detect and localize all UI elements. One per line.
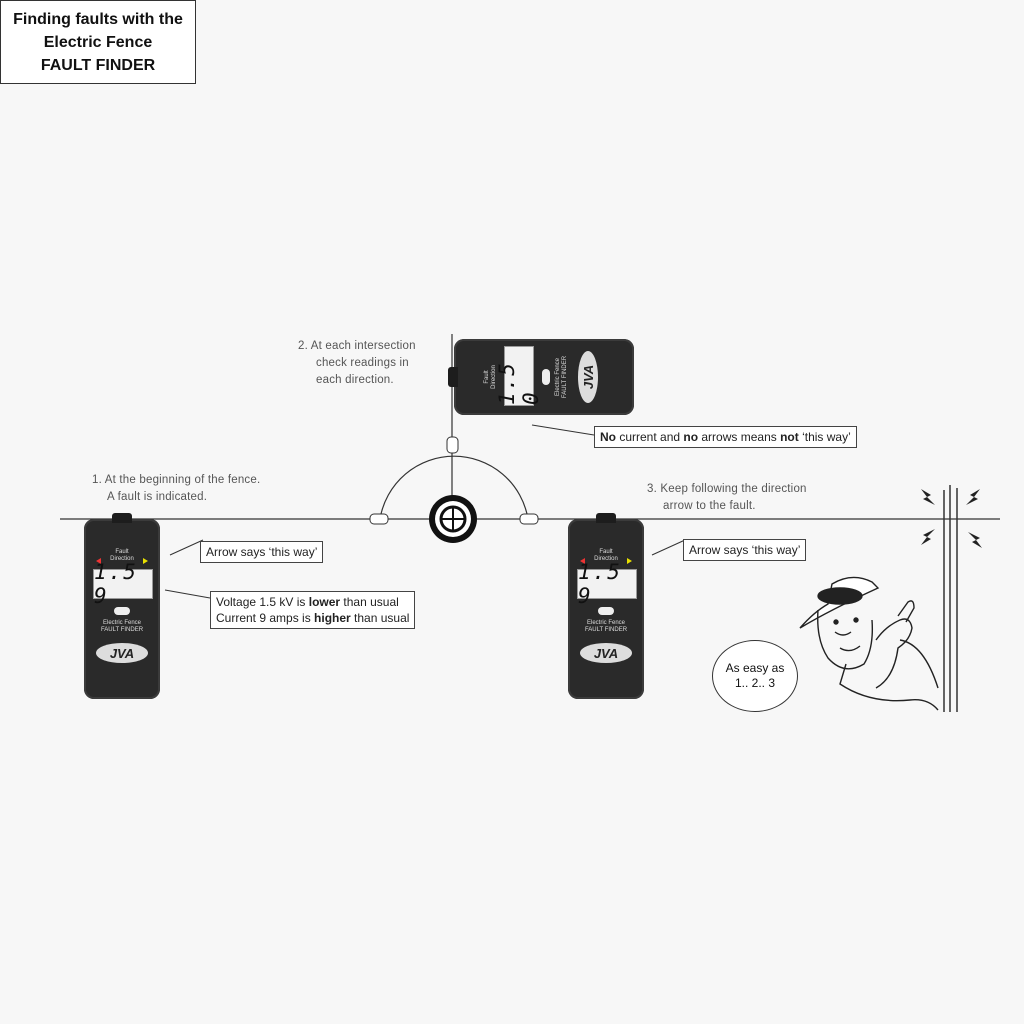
title-line-1: Finding faults with the [13,10,183,28]
brand-logo: JVA [96,643,148,663]
leader-arrow3 [651,539,686,556]
farmer-illustration [799,576,939,711]
speech-bubble: As easy as 1.. 2.. 3 [712,640,798,712]
callout-arrow-1: Arrow says ‘this way’ [200,541,324,563]
callout-current: Current 9 amps is higher than usual [216,610,409,626]
step-3-text: 3. Keep following the direction arrow to… [647,481,807,515]
meter-direction-label: Fault Direction [594,549,618,562]
meter-cap [112,513,132,523]
callout-no-current-part: ‘this way’ [798,430,851,444]
meter-badge [598,607,614,615]
right-arrow-icon [627,558,632,564]
callout-no-current-part: No [600,430,616,444]
meter-right: Fault Direction 1.5 9 Electric Fence FAU… [568,513,644,699]
meter-top: Fault Direction 1.5 0 Electric Fence FAU… [448,339,634,415]
brand-logo: JVA [578,351,598,403]
speech-line-1: As easy as [725,661,785,675]
leader-arrow1 [169,539,204,556]
meter-model-label: Electric Fence FAULT FINDER [100,620,144,633]
meter-cap [596,513,616,523]
step-3-line-1: 3. Keep following the direction [647,483,807,495]
callout-voltage-part: lower [308,595,341,609]
callout-no-current-part: arrows means [698,430,781,444]
callout-voltage-part: Voltage 1.5 kV is [216,595,309,609]
left-arrow-icon [96,558,101,564]
meter-display: 1.5 9 [577,560,637,608]
step-1-line-2: A fault is indicated. [107,491,208,503]
meter-display: 1.5 9 [93,560,153,608]
callout-voltage-current: Voltage 1.5 kV is lower than usual Curre… [210,591,416,629]
callout-no-current-part: not [780,430,799,444]
callout-no-current-part: current and [616,430,684,444]
step-1-line-1: 1. At the beginning of the fence. [92,474,261,486]
callout-current-part: higher [314,611,351,625]
meter-left: Fault Direction 1.5 9 Electric Fence FAU… [84,513,160,699]
step-2-line-3: each direction. [316,374,394,386]
meter-badge [542,369,550,385]
leader-no-current [531,424,595,436]
step-2-line-1: 2. At each intersection [298,340,416,352]
right-arrow-icon [143,558,148,564]
callout-current-part: Current 9 amps is [216,611,315,625]
step-2-line-2: check readings in [316,357,409,369]
direction-arc [379,455,529,520]
fence-post [943,485,958,712]
step-3-line-2: arrow to the fault. [663,500,756,512]
meter-display: 1.5 0 [495,346,543,406]
spark-icon [921,489,982,548]
callout-voltage-part: than usual [340,595,399,609]
callout-current-part: than usual [350,611,410,625]
meter-cap [448,367,458,387]
brand-logo: JVA [580,643,632,663]
callout-no-current: No current and no arrows means not ‘this… [594,426,857,448]
callout-voltage: Voltage 1.5 kV is lower than usual [216,594,409,610]
callout-no-current-part: no [683,430,699,444]
title-line-3: FAULT FINDER [40,56,156,74]
meter-model-label: Electric Fence FAULT FINDER [555,355,568,399]
step-1-text: 1. At the beginning of the fence. A faul… [92,472,260,506]
marker-right [519,513,539,525]
callout-arrow-3: Arrow says ‘this way’ [683,539,807,561]
meter-direction-label: Fault Direction [110,549,134,562]
clamp-sensor [429,495,477,543]
title-line-2: Electric Fence [43,33,153,51]
step-2-text: 2. At each intersection check readings i… [298,338,416,389]
title-box: Finding faults with the Electric Fence F… [0,0,196,84]
speech-line-2: 1.. 2.. 3 [734,676,776,690]
marker-top [446,436,459,454]
left-arrow-icon [580,558,585,564]
meter-model-label: Electric Fence FAULT FINDER [584,620,628,633]
meter-badge [114,607,130,615]
leader-voltage [164,589,211,599]
marker-left [369,513,389,525]
